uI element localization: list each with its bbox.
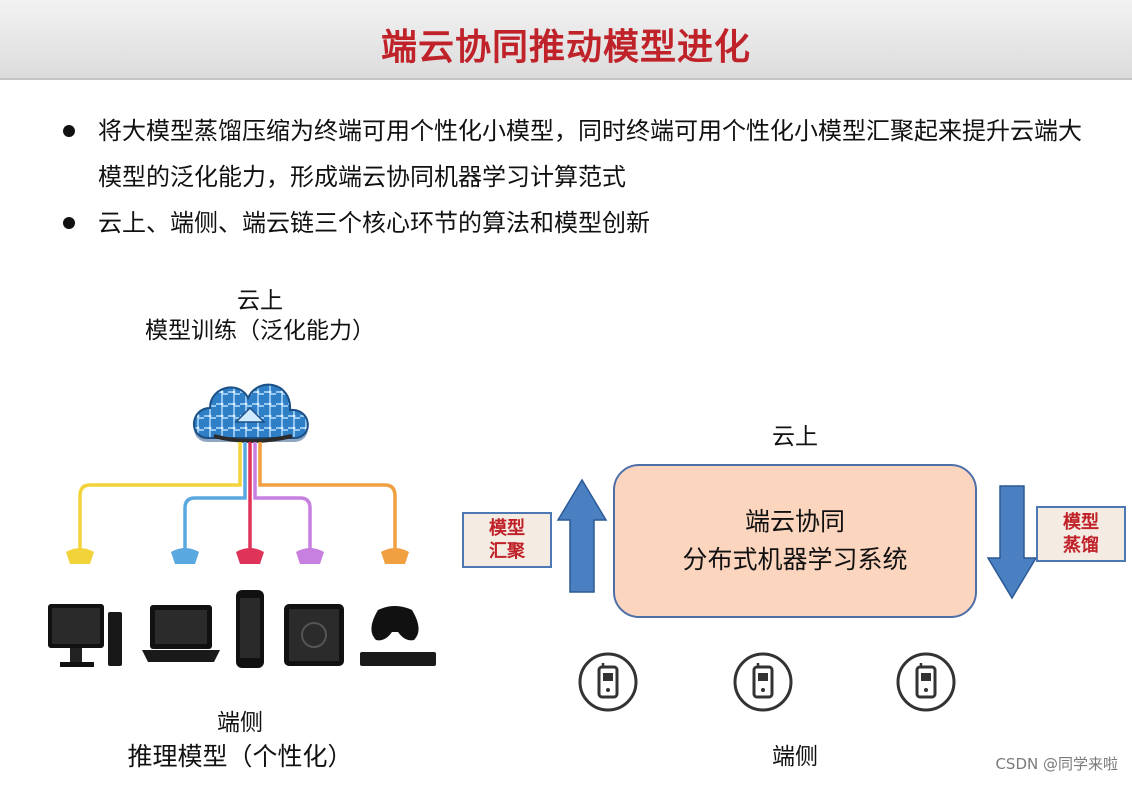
mobile-phone-icon bbox=[578, 652, 638, 712]
mobile-phone-icon bbox=[896, 652, 956, 712]
monitor-icon bbox=[48, 604, 122, 667]
bullet-list: 将大模型蒸馏压缩为终端可用个性化小模型，同时终端可用个性化小模型汇聚起来提升云端… bbox=[60, 108, 1100, 246]
distillation-line-1: 模型 bbox=[1063, 512, 1099, 533]
left-cloud-title: 云上 bbox=[237, 288, 283, 314]
right-device-label: 端侧 bbox=[772, 744, 818, 770]
bullet-item: 云上、端侧、端云链三个核心环节的算法和模型创新 bbox=[60, 200, 1100, 246]
cable-plugs bbox=[66, 548, 409, 564]
system-line-1: 端云协同 bbox=[744, 507, 845, 536]
bullet-text: 将大模型蒸馏压缩为终端可用个性化小模型，同时终端可用个性化小模型汇聚起来提升云端… bbox=[98, 117, 1082, 191]
bullet-dot bbox=[63, 217, 75, 229]
distillation-line-2: 蒸馏 bbox=[1063, 535, 1099, 556]
arrows-and-phones bbox=[556, 478, 1038, 712]
system-line-2: 分布式机器学习系统 bbox=[682, 545, 908, 574]
mobile-phone-icon bbox=[733, 652, 793, 712]
smartphone-icon bbox=[236, 590, 264, 668]
tablet-icon bbox=[284, 604, 344, 666]
left-device-subtitle: 推理模型（个性化） bbox=[127, 742, 353, 771]
bullet-item: 将大模型蒸馏压缩为终端可用个性化小模型，同时终端可用个性化小模型汇聚起来提升云端… bbox=[60, 108, 1100, 200]
up-arrow-icon bbox=[556, 478, 608, 593]
slide-header: 端云协同推动模型进化 bbox=[0, 0, 1132, 80]
model-distillation-tag: 模型 蒸馏 bbox=[1036, 506, 1126, 562]
collaboration-system-box: 端云协同 分布式机器学习系统 bbox=[613, 464, 977, 618]
down-arrow-icon bbox=[986, 485, 1038, 600]
bullet-dot bbox=[63, 125, 75, 137]
left-cloud-subtitle: 模型训练（泛化能力） bbox=[145, 318, 375, 344]
cloud-device-illustration bbox=[48, 383, 436, 668]
network-cables bbox=[78, 442, 397, 550]
laptop-icon bbox=[142, 605, 220, 662]
slide-title: 端云协同推动模型进化 bbox=[380, 27, 751, 68]
aggregation-line-2: 汇聚 bbox=[489, 541, 525, 562]
bullet-text: 云上、端侧、端云链三个核心环节的算法和模型创新 bbox=[98, 209, 650, 237]
game-controller-icon bbox=[360, 606, 436, 666]
right-cloud-label: 云上 bbox=[772, 424, 818, 450]
left-device-title: 端侧 bbox=[217, 710, 263, 736]
cloud-icon bbox=[193, 383, 309, 443]
aggregation-line-1: 模型 bbox=[489, 518, 525, 539]
watermark: CSDN @同学来啦 bbox=[995, 755, 1118, 773]
model-aggregation-tag: 模型 汇聚 bbox=[462, 512, 552, 568]
